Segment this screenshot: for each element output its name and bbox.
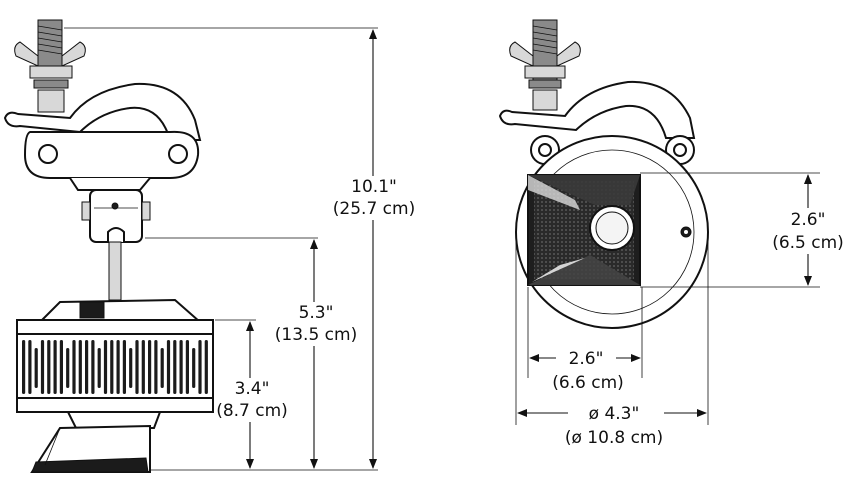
wing-bolt <box>14 19 86 113</box>
aperture-width-imperial: 2.6" <box>569 349 604 369</box>
mount-height-imperial: 5.3" <box>299 303 334 323</box>
aperture-height-imperial: 2.6" <box>791 210 826 230</box>
total-height-imperial: 10.1" <box>351 177 397 197</box>
body-height-metric: (8.7 cm) <box>216 401 288 421</box>
aperture-height-metric: (6.5 cm) <box>772 233 844 253</box>
diameter-metric: (ø 10.8 cm) <box>565 428 663 448</box>
square-aperture <box>527 174 641 286</box>
mounting-clamp <box>3 82 202 191</box>
stem <box>108 241 122 301</box>
diameter-imperial: ø 4.3" <box>589 404 640 424</box>
yoke-knuckle <box>81 189 151 243</box>
body-height-imperial: 3.4" <box>235 379 270 399</box>
cooling-fins <box>22 340 208 394</box>
front-view-dimensions: 2.6" (6.5 cm) 2.6" (6.6 cm) ø 4.3" (ø 10… <box>515 172 850 448</box>
fixture-body <box>16 298 214 413</box>
front-view-fixture <box>498 19 709 329</box>
aperture-width-metric: (6.6 cm) <box>552 373 624 393</box>
total-height-metric: (25.7 cm) <box>333 199 415 219</box>
side-view-dimensions: 10.1" (25.7 cm) 5.3" (13.5 cm) 3.4" (8.7… <box>64 27 418 471</box>
mount-height-metric: (13.5 cm) <box>275 325 357 345</box>
wing-bolt-front <box>509 19 581 111</box>
fixture-base <box>30 411 162 473</box>
side-view-fixture <box>3 19 214 473</box>
